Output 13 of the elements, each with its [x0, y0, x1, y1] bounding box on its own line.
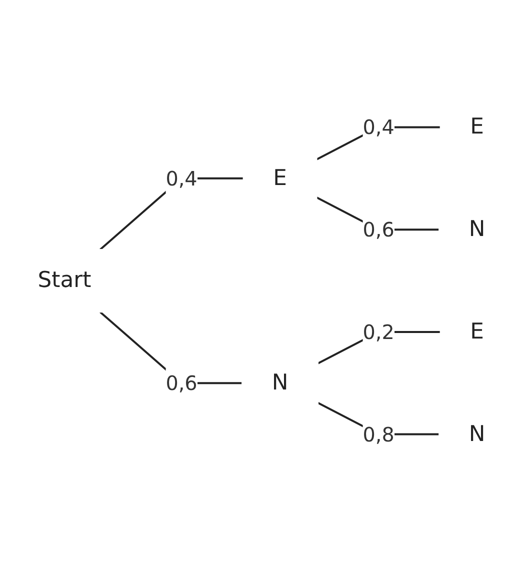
node-text: Start [38, 268, 92, 293]
edge-label: 0,6 [362, 217, 394, 242]
node-text: N [468, 216, 486, 242]
node-text: E [470, 114, 484, 140]
node-text: N [272, 370, 288, 396]
node-text: E [470, 319, 484, 344]
edge-label: 0,4 [166, 166, 198, 190]
edge-label: 0,6 [166, 370, 198, 395]
edge-label: 0,8 [362, 422, 394, 446]
edge-label: 0,4 [362, 115, 394, 139]
node-text: N [468, 422, 486, 446]
edge-label: 0,2 [362, 320, 394, 344]
node-text: E [273, 166, 287, 191]
